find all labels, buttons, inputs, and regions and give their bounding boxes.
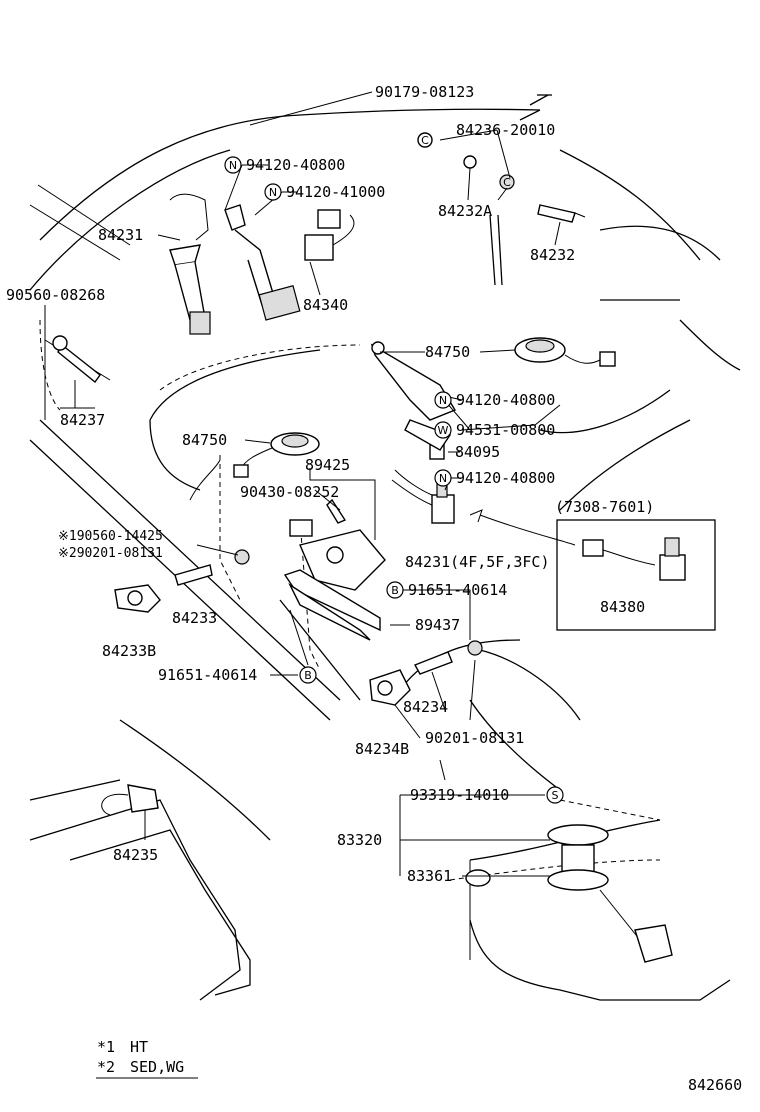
svg-text:S: S (552, 789, 559, 802)
label-83361: 83361 (407, 867, 452, 885)
label-84750-a: 84750 (425, 343, 470, 361)
vehicle-body-outline (29, 94, 741, 1001)
label-83320: 83320 (337, 831, 382, 849)
part-shapes (52, 132, 686, 963)
note-1-part: ※190560-14425 (58, 529, 163, 544)
label-84234: 84234 (403, 698, 448, 716)
label-90179-08123: 90179-08123 (375, 83, 474, 101)
inset-title: (7308-7601) (555, 498, 654, 516)
svg-text:B: B (304, 669, 312, 682)
label-84750-b: 84750 (182, 431, 227, 449)
svg-text:N: N (439, 394, 447, 407)
label-94120-40800-a: 94120-40800 (246, 156, 345, 174)
label-84234B: 84234B (355, 740, 409, 758)
legend-mark-1: *1 (97, 1038, 115, 1056)
b-symbol-1: B (386, 581, 404, 599)
w-symbol: W (434, 421, 452, 439)
label-90560-08268: 90560-08268 (6, 286, 105, 304)
label-90430-08252: 90430-08252 (240, 483, 339, 501)
label-84232: 84232 (530, 246, 575, 264)
svg-text:N: N (439, 472, 447, 485)
label-84233: 84233 (172, 609, 217, 627)
label-91651-40614-b: 91651-40614 (158, 666, 257, 684)
label-94120-41000: 94120-41000 (286, 183, 385, 201)
svg-text:N: N (269, 186, 277, 199)
part-labels: 90179-08123 84236-20010 94120-40800 9412… (6, 83, 575, 885)
note-2-part: ※290201-08131 (58, 546, 163, 561)
label-84095: 84095 (455, 443, 500, 461)
n-symbol-2: N (264, 183, 282, 201)
label-84233B: 84233B (102, 642, 156, 660)
svg-text:C: C (503, 176, 511, 189)
label-84235: 84235 (113, 846, 158, 864)
legend-text-2: SED,WG (130, 1058, 184, 1076)
svg-text:W: W (438, 424, 449, 437)
figure-id: 842660 (688, 1076, 742, 1094)
label-91651-40614-a: 91651-40614 (408, 581, 507, 599)
symbol-markers: N N N W N B B S C C (224, 134, 564, 804)
label-94120-40800-c: 94120-40800 (456, 391, 555, 409)
label-89437: 89437 (415, 616, 460, 634)
n-symbol-3: N (434, 391, 452, 409)
inset-box: (7308-7601) 84380 (555, 498, 716, 631)
c-symbol-1: C (421, 134, 429, 147)
n-symbol-1: N (224, 156, 242, 174)
label-94120-40800-d: 94120-40800 (456, 469, 555, 487)
label-84231-4f5f3fc: 84231(4F,5F,3FC) (405, 553, 550, 571)
legend: *1 HT *2 SED,WG (96, 1038, 198, 1079)
label-89425: 89425 (305, 456, 350, 474)
c-symbol-2: C (503, 176, 511, 189)
leader-lines (44, 91, 576, 877)
label-84340: 84340 (303, 296, 348, 314)
label-93319-14010: 93319-14010 (410, 786, 509, 804)
b-symbol-2: B (299, 666, 317, 684)
svg-text:B: B (391, 584, 399, 597)
label-84380: 84380 (600, 598, 645, 616)
label-84232A: 84232A (438, 202, 492, 220)
label-84231-a: 84231 (98, 226, 143, 244)
label-94531-00800: 94531-00800 (456, 421, 555, 439)
svg-text:N: N (229, 159, 237, 172)
label-84236-20010: 84236-20010 (456, 121, 555, 139)
legend-text-1: HT (130, 1038, 148, 1056)
label-84237: 84237 (60, 411, 105, 429)
label-90201-08131: 90201-08131 (425, 729, 524, 747)
s-symbol: S (546, 786, 564, 804)
n-symbol-4: N (434, 469, 452, 487)
svg-text:C: C (421, 134, 429, 147)
legend-mark-2: *2 (97, 1058, 115, 1076)
